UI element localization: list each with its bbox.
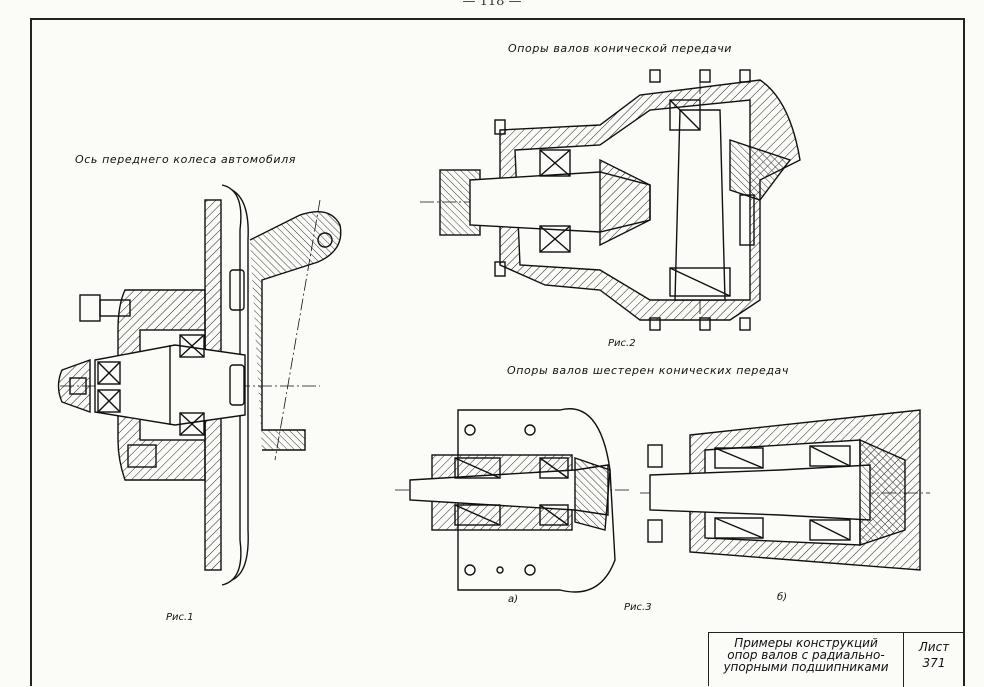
fig1-front-axle-drawing <box>57 184 342 586</box>
figure-label-sub-b: б) <box>777 592 788 603</box>
fig3a-bevel-shaft-drawing <box>395 408 630 593</box>
page-number: — 118 — <box>462 0 522 9</box>
figure-label-sub-a: а) <box>508 594 519 605</box>
title-block-sheet: Лист 371 <box>904 633 964 687</box>
drawing-sheet-frame <box>30 18 965 686</box>
caption-bevel-gear-supports: Опоры валов конической передачи <box>508 42 733 55</box>
fig3b-bevel-shaft-drawing <box>640 409 930 571</box>
sheet-number: 371 <box>922 656 946 670</box>
figure-label-fig3: Рис.3 <box>624 602 652 613</box>
title-line-2: опор валов с радиально- <box>727 648 885 662</box>
figure-label-fig1: Рис.1 <box>166 612 194 623</box>
caption-front-axle: Ось переднего колеса автомобиля <box>75 153 296 166</box>
title-line-1: Примеры конструкций <box>734 636 878 650</box>
title-line-3: упорными подшипниками <box>723 660 889 674</box>
figure-label-fig2: Рис.2 <box>608 338 636 349</box>
fig2-bevel-gear-supports-drawing <box>420 69 801 331</box>
sheet-label: Лист <box>918 640 950 654</box>
title-block: Примеры конструкций опор валов с радиаль… <box>708 632 965 687</box>
caption-bevel-gear-shafts: Опоры валов шестерен конических передач <box>507 364 789 377</box>
title-block-title: Примеры конструкций опор валов с радиаль… <box>709 633 904 687</box>
